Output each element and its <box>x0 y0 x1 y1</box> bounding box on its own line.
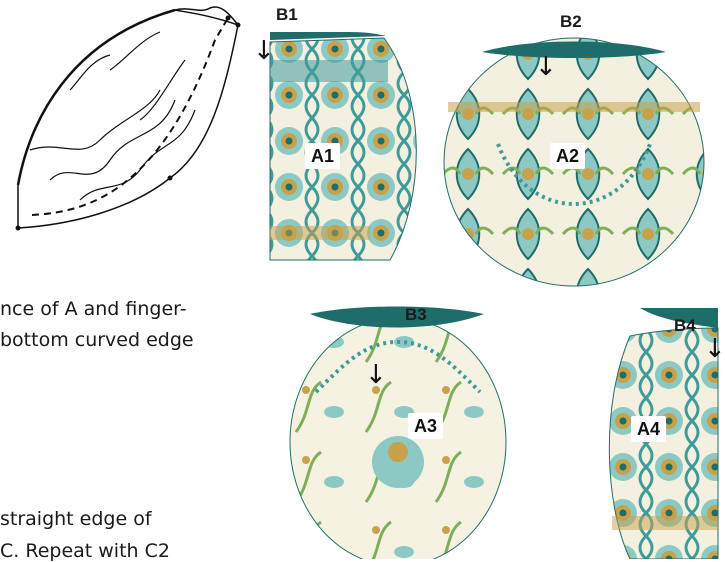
diagram-dashed-seam <box>32 18 228 215</box>
sewing-diagram <box>10 0 250 240</box>
diagram-pins <box>16 16 241 231</box>
label-b4: B4 <box>674 316 696 336</box>
label-a4: A4 <box>631 416 666 442</box>
arrow-icon: ↓ <box>365 362 387 388</box>
label-b2: B2 <box>560 12 582 32</box>
label-a3: A3 <box>408 413 443 439</box>
arrow-icon: ↓ <box>535 54 557 80</box>
diagram-bottom-edge <box>18 178 170 228</box>
instruction-line-1: nce of A and finger- <box>0 298 187 320</box>
band-b3 <box>310 307 484 328</box>
arrow-icon: ↓ <box>253 38 275 64</box>
instruction-line-3: straight edge of <box>0 508 152 530</box>
label-a2: A2 <box>550 143 585 169</box>
diagram-right-edge <box>170 10 238 178</box>
label-b3: B3 <box>405 305 427 325</box>
label-b1: B1 <box>276 5 298 25</box>
arrow-icon: ↓ <box>704 336 725 362</box>
piece-a3 <box>286 302 510 559</box>
piece-a1 <box>266 26 426 262</box>
instruction-line-2: bottom curved edge <box>0 329 194 351</box>
label-a1: A1 <box>305 143 340 169</box>
diagram-gather-lines <box>30 32 195 200</box>
